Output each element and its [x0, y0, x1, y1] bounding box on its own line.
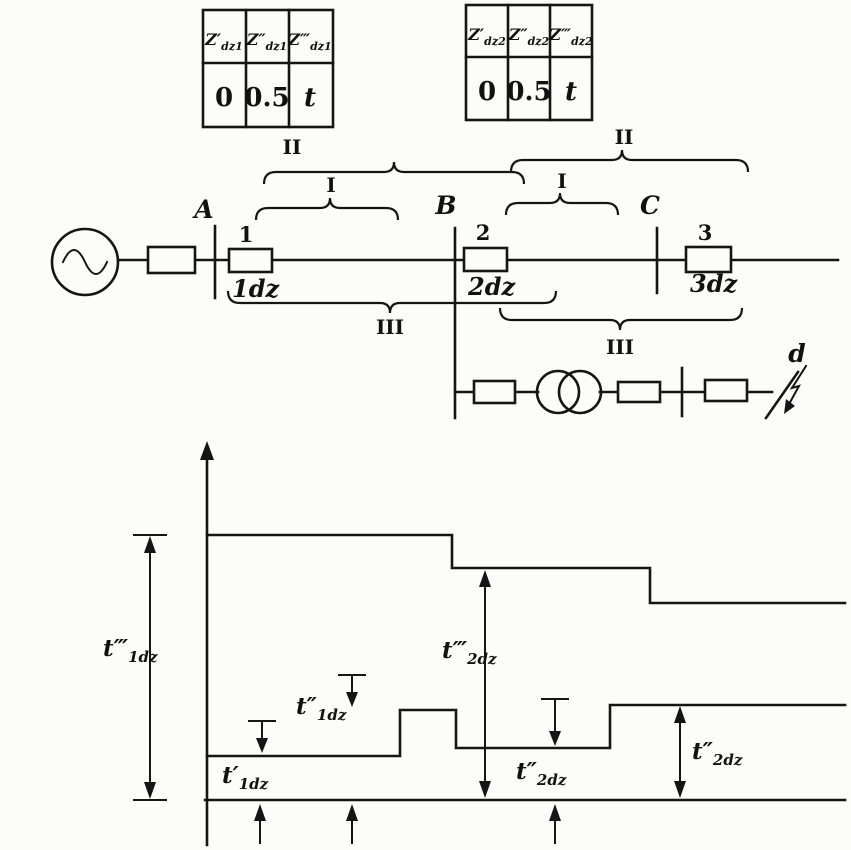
fault-marker-lines [259, 819, 556, 844]
zone3-relay1-brace [226, 290, 558, 314]
settings-table-relay2: Z′dz2 Z″dz2 Z‴dz2 0 0.5 t [464, 3, 594, 122]
relay1-box [227, 247, 274, 274]
fault-position-markers [254, 804, 561, 844]
table2-value-2: 0.5 [506, 77, 551, 107]
t3-relay1-dim-lines [133, 534, 167, 801]
t2-relay2-right-dimension: t″2dz [674, 706, 743, 798]
t3-relay1-arrow-up [144, 536, 156, 553]
zone2-relay1-label: II [283, 135, 302, 159]
t2-relay2-mid-dim-lines [541, 698, 569, 733]
generator-circle [50, 227, 120, 297]
transformer-winding-1 [535, 369, 581, 415]
relay3-label: 3dz [690, 269, 738, 298]
fault-marker-arrow-2 [346, 804, 358, 821]
zone1-relay1-brace [254, 197, 400, 221]
branch-breaker-box-1 [472, 379, 517, 405]
table1-value-3: t [304, 83, 316, 113]
zone2-relay1-brace [262, 161, 526, 185]
zone3-time-staircase [205, 533, 847, 605]
table2-value-1: 0 [478, 77, 496, 107]
table2-header-1: Z′dz2 [467, 25, 506, 48]
table2-gridlines [464, 3, 594, 122]
relay3-box [684, 245, 733, 274]
t3-relay2-arrow-up [479, 570, 491, 587]
t3-relay1-arrow-down [144, 782, 156, 799]
t2-relay1-dim-lines [338, 674, 366, 695]
generator-symbol [50, 227, 120, 297]
table1-header-1: Z′dz1 [204, 30, 243, 53]
t3-relay2-arrow-down [479, 781, 491, 798]
zone3-relay1-label: III [376, 315, 404, 339]
table1-value-1: 0 [215, 83, 233, 113]
fault-lightning-arrowhead [784, 399, 795, 414]
t1-relay1-label: t′1dz [222, 762, 269, 793]
table2-header-2: Z″dz2 [508, 25, 550, 48]
fault-symbol [764, 364, 808, 420]
transformer-winding-2 [557, 369, 603, 415]
source-breaker-box [146, 245, 197, 275]
table1-border [201, 8, 335, 129]
table1-value-2: 0.5 [244, 83, 289, 113]
time-grading-chart: t‴1dz t′1dz t″1dz t‴2dz t″2dz [103, 441, 847, 847]
table2-value-3: t [565, 77, 577, 107]
table1-header-3: Z‴dz1 [287, 30, 331, 53]
t1-relay1-dim-lines [248, 720, 276, 741]
t2-relay2-right-arrow-down [674, 781, 686, 798]
transformer-branch: d [453, 339, 808, 420]
bus-a-label: A [192, 195, 213, 224]
zone3-relay2-label: III [606, 335, 634, 359]
branch-breaker-box-2 [616, 380, 662, 404]
zone1-relay1-label: I [326, 173, 335, 197]
t1-relay1-pointer: t′1dz [222, 720, 276, 793]
relay2-label: 2dz [467, 272, 516, 301]
relay2-box [462, 246, 509, 273]
fault-point-label: d [788, 339, 805, 368]
branch-breaker-box-3 [703, 378, 749, 403]
fault-lightning-icon [786, 364, 808, 408]
t2-relay1-arrow-down [346, 692, 358, 707]
fault-marker-arrow-3 [549, 804, 561, 821]
zone1-relay2-label: I [557, 169, 566, 193]
table1-gridlines [201, 8, 335, 129]
t2-relay2-mid-label: t″2dz [516, 758, 567, 789]
zone1-relay2-brace [504, 192, 620, 216]
relay1-number: 1 [239, 222, 254, 247]
zone12-time-staircase [205, 703, 847, 758]
table1-header-2: Z″dz1 [246, 30, 287, 53]
zone2-relay2-label: II [615, 125, 634, 149]
t2-relay1-label: t″1dz [296, 693, 347, 724]
time-axis-arrowhead [200, 441, 214, 460]
t1-relay1-arrow-down [256, 738, 268, 753]
t2-relay2-right-label: t″2dz [692, 738, 743, 769]
bus-c-label: C [640, 191, 660, 220]
t3-relay2-dimension: t‴2dz [442, 570, 497, 798]
table2-border [464, 3, 594, 122]
t3-relay2-label: t‴2dz [442, 637, 497, 668]
fault-marker-arrow-1 [254, 804, 266, 821]
t2-relay2-right-arrow-up [674, 706, 686, 723]
zone3-relay2-brace [498, 307, 744, 331]
generator-sine-icon [61, 249, 109, 275]
bus-b-label: B [434, 191, 456, 220]
t3-relay1-dimension: t‴1dz [103, 534, 167, 801]
relay3-number: 3 [698, 220, 713, 245]
relay2-number: 2 [476, 220, 491, 245]
zone2-relay2-brace [509, 149, 750, 173]
table2-header-3: Z‴dz2 [548, 25, 593, 48]
single-line-diagram: A B C 1 2 3 1dz 2dz 3dz II I II I III II… [50, 125, 840, 420]
relay1-label: 1dz [232, 274, 280, 303]
t2-relay1-pointer: t″1dz [296, 674, 366, 724]
t2-relay2-mid-pointer: t″2dz [516, 698, 569, 789]
fault-slash [764, 370, 800, 420]
settings-table-relay1: Z′dz1 Z″dz1 Z‴dz1 0 0.5 t [201, 8, 335, 129]
t2-relay2-mid-arrow-down [549, 731, 561, 746]
t3-relay1-label: t‴1dz [103, 635, 158, 666]
